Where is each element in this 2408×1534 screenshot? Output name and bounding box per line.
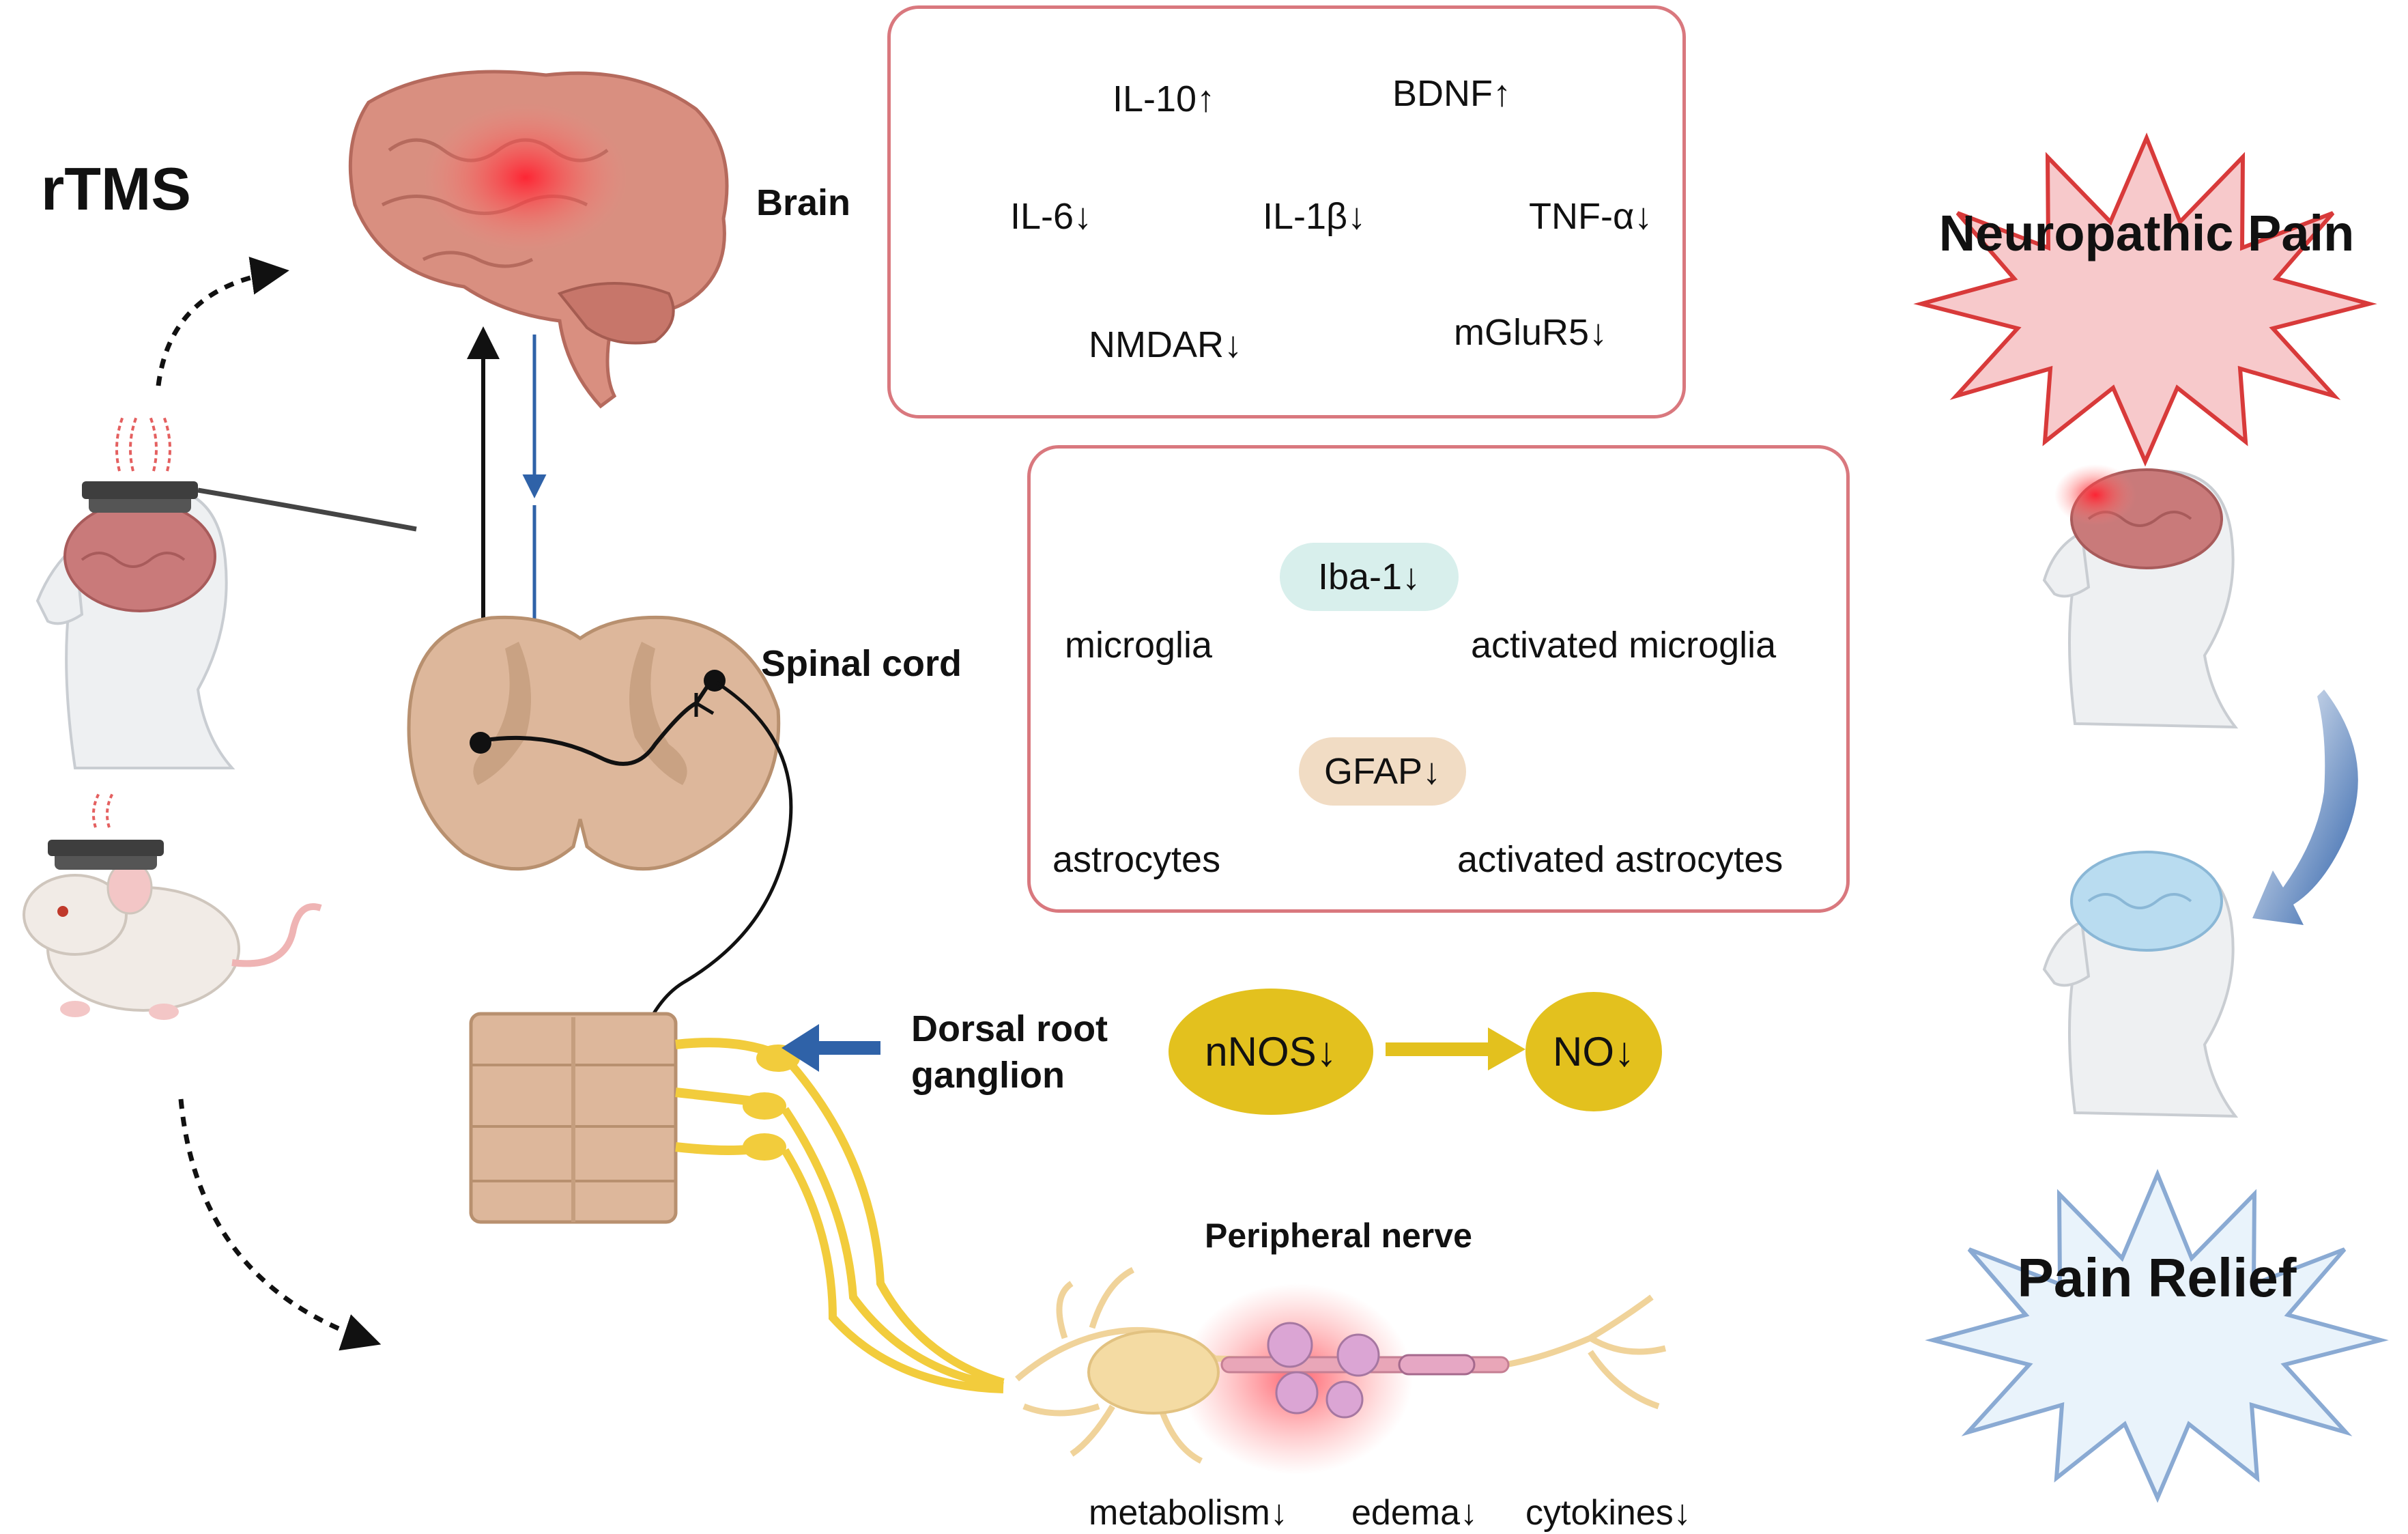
pain-relief-star [1925, 1169, 2389, 1503]
nnos-ellipse: nNOS↓ [1169, 989, 1373, 1115]
microglia-label: microglia [1065, 625, 1213, 666]
head-in-pain-icon [2042, 464, 2239, 729]
drg-label-line1: Dorsal root [911, 1008, 1108, 1049]
mglur5-label: mGluR5↓ [1454, 312, 1608, 353]
tnfa-label: TNF-α↓ [1529, 196, 1653, 237]
rtms-lower-dotted-arrow [178, 1098, 382, 1351]
pain-relief-label: Pain Relief [2017, 1247, 2297, 1308]
il1b-label: IL-1β↓ [1263, 196, 1366, 237]
no-ellipse: NO↓ [1525, 992, 1662, 1111]
peripheral-nerve-label: Peripheral nerve [1205, 1217, 1472, 1255]
il10-label: IL-10↑ [1113, 79, 1216, 119]
iba1-marker: Iba-1↓ [1280, 543, 1459, 611]
edema-label: edema↓ [1351, 1493, 1478, 1533]
brain-molecular-box [887, 5, 1686, 418]
spinal-segment-drg [469, 1012, 1005, 1393]
bdnf-label: BDNF↑ [1392, 73, 1511, 114]
rat-with-coil [23, 793, 322, 1020]
activated-microglia-label: activated microglia [1471, 625, 1777, 666]
spinal-cord-cross-section [407, 615, 781, 871]
human-head-with-coil [35, 416, 417, 769]
rtms-upper-dotted-arrow [156, 257, 289, 386]
neuropathic-pain-star [1913, 132, 2377, 467]
spinal-cord-label: Spinal cord [761, 643, 962, 684]
astrocytes-label: astrocytes [1052, 839, 1221, 880]
metabolism-label: metabolism↓ [1089, 1493, 1288, 1533]
activated-astrocytes-label: activated astrocytes [1457, 839, 1783, 880]
drg-pointer-arrow [782, 1024, 880, 1072]
brain-label: Brain [756, 182, 851, 223]
brain-illustration [348, 70, 729, 409]
il6-label: IL-6↓ [1010, 196, 1093, 237]
drg-label-line2: ganglion [911, 1055, 1065, 1096]
head-relieved-icon [2042, 851, 2239, 1118]
gfap-marker: GFAP↓ [1299, 737, 1466, 806]
neuropathic-pain-label: Neuropathic Pain [1938, 205, 2355, 261]
peripheral-neuron [1015, 1266, 1667, 1475]
nnos-to-no-arrow [1386, 1027, 1525, 1070]
nmdar-label: NMDAR↓ [1089, 324, 1242, 365]
glia-box [1027, 445, 1850, 913]
rtms-label: rTMS [41, 155, 191, 223]
relief-curved-arrow [2252, 690, 2358, 925]
cytokines-label: cytokines↓ [1525, 1493, 1691, 1533]
